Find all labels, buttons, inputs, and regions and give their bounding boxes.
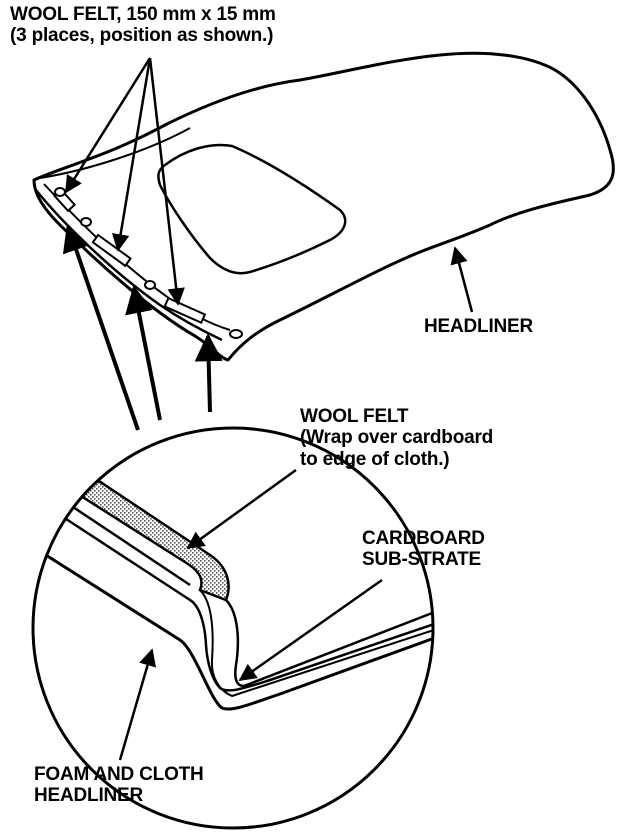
cardboard-line1: CARDBOARD [362, 528, 485, 549]
wool-felt-wrap-line3: to edge of cloth.) [300, 448, 450, 470]
clip-hole-3 [144, 280, 156, 290]
headliner-label: HEADLINER [424, 316, 533, 337]
detail-arrow-1 [62, 223, 140, 431]
spec-arrow-2 [111, 57, 152, 252]
foam-cloth-line2: HEADLINER [34, 785, 144, 807]
headliner-arrow [450, 246, 474, 313]
cardboard-line2: SUB-STRATE [362, 549, 482, 571]
spec-arrow-3 [148, 57, 185, 306]
clip-hole-1 [54, 187, 66, 197]
wool-felt-wrap-label: WOOL FELT (Wrap over cardboard to edge o… [300, 406, 493, 470]
foam-cloth-line1: FOAM AND CLOTH [34, 764, 204, 785]
wool-felt-leader [186, 468, 297, 550]
cardboard-edge [199, 589, 433, 698]
cardboard-leader [238, 578, 383, 682]
wool-felt-spec-label: WOOL FELT, 150 mm x 15 mm (3 places, pos… [10, 4, 276, 47]
clip-hole-4 [229, 329, 243, 339]
spec-arrow-1 [64, 57, 152, 194]
detail-lens-outline [31, 426, 435, 830]
detail-lens-content [33, 428, 433, 828]
wool-felt-spec-line1: WOOL FELT, 150 mm x 15 mm [10, 4, 276, 25]
fold-profile-inner [59, 513, 433, 692]
foam-cloth-label: FOAM AND CLOTH HEADLINER [34, 764, 204, 807]
detail-arrow-3 [194, 333, 223, 413]
wool-felt-wrap-line1: WOOL FELT [300, 406, 409, 427]
wool-felt-wrap-line2: (Wrap over cardboard [300, 427, 494, 449]
wool-felt-spec-line2: (3 places, position as shown.) [10, 25, 274, 47]
foam-cloth-leader [118, 648, 157, 761]
sunroof-opening [157, 143, 347, 275]
headliner-crease [39, 127, 191, 179]
fold-profile-outer [33, 543, 433, 711]
clip-hole-2 [80, 217, 92, 227]
headliner-text: HEADLINER [424, 316, 534, 337]
cardboard-label: CARDBOARD SUB-STRATE [362, 528, 485, 571]
detail-arrow-2 [125, 285, 162, 421]
fold-return [225, 599, 433, 688]
